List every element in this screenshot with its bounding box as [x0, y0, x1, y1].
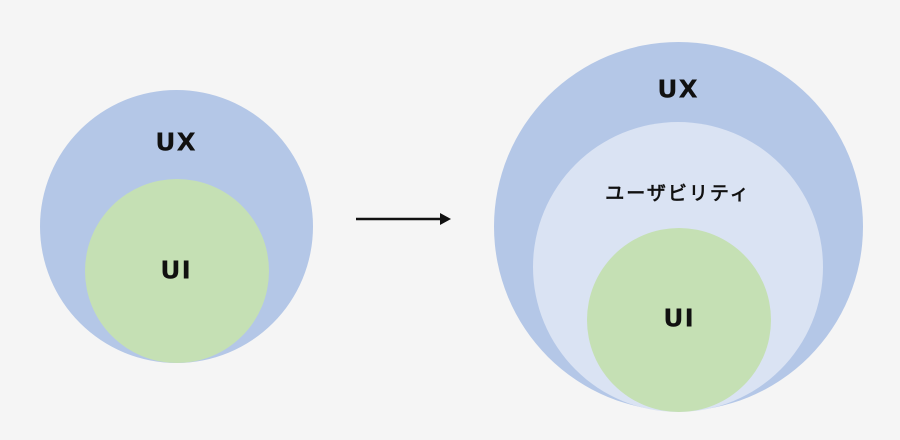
right-ux-label: UX: [657, 74, 699, 104]
left-ui-label: UI: [160, 255, 192, 285]
left-ui-circle: [85, 179, 269, 363]
right-ui-label: UI: [663, 303, 695, 333]
right-ui-circle: [587, 228, 771, 412]
left-ux-label: UX: [155, 127, 197, 157]
right-usability-label: ユーザビリティ: [605, 182, 751, 205]
right-arrow-icon: [356, 213, 451, 225]
